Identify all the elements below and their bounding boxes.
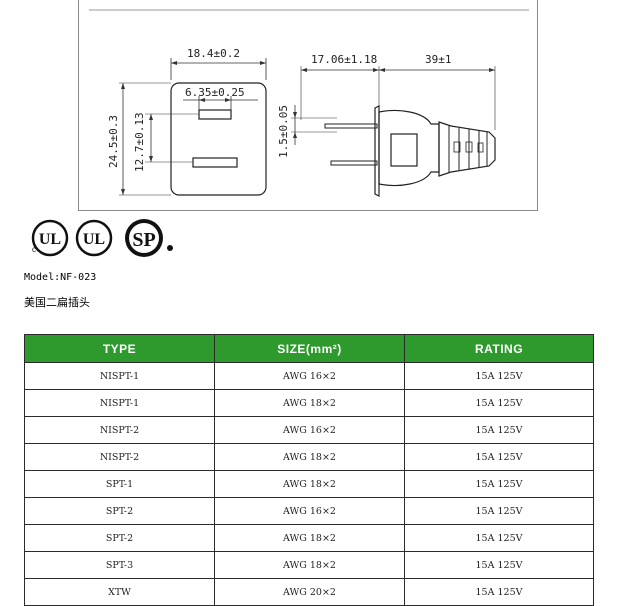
svg-text:UL: UL [39,231,61,248]
header-size: SIZE(mm²) [214,334,405,363]
cell-rating: 15A 125V [404,416,594,444]
cell-size: AWG 16×2 [214,362,405,390]
technical-drawing: 18.4±0.2 6.35±0.25 24.5±0.3 12.7±0.13 1.… [78,0,538,211]
cell-type: SPT-2 [24,497,215,525]
dim-blade-gap: 6.35±0.25 [185,86,245,99]
table-row: NISPT-2 AWG 18×2 15A 125V [24,443,594,471]
cell-rating: 15A 125V [404,389,594,417]
cell-type: NISPT-1 [24,362,215,390]
cell-size: AWG 18×2 [214,470,405,498]
cell-size: AWG 16×2 [214,416,405,444]
dim-height: 24.5±0.3 [107,115,120,168]
cell-type: SPT-2 [24,524,215,552]
header-rating: RATING [404,334,594,363]
table-row: SPT-1 AWG 18×2 15A 125V [24,470,594,498]
dim-blade-spacing: 12.7±0.13 [133,112,146,172]
cell-rating: 15A 125V [404,362,594,390]
cul-mark-icon: UL c [31,219,69,257]
cell-size: AWG 20×2 [214,578,405,606]
csa-mark-icon: SP [125,219,173,257]
model-number: Model:NF-023 [24,272,97,283]
cell-type: NISPT-2 [24,443,215,471]
table-row: SPT-2 AWG 16×2 15A 125V [24,497,594,525]
svg-text:UL: UL [83,231,105,248]
cell-rating: 15A 125V [404,524,594,552]
cell-rating: 15A 125V [404,470,594,498]
ul-mark-icon: UL [75,219,113,257]
product-name: 美国二扁插头 [24,296,90,309]
cell-size: AWG 18×2 [214,524,405,552]
dim-blade-thickness: 1.5±0.05 [277,105,290,158]
cell-type: NISPT-2 [24,416,215,444]
cell-rating: 15A 125V [404,497,594,525]
cell-type: NISPT-1 [24,389,215,417]
cell-size: AWG 18×2 [214,443,405,471]
spec-table: TYPE SIZE(mm²) RATING NISPT-1 AWG 16×2 1… [24,334,594,606]
svg-text:c: c [32,245,36,254]
certification-marks: UL c UL SP [31,219,173,257]
table-row: NISPT-2 AWG 16×2 15A 125V [24,416,594,444]
cell-size: AWG 18×2 [214,551,405,579]
cell-rating: 15A 125V [404,551,594,579]
cell-rating: 15A 125V [404,578,594,606]
table-row: SPT-3 AWG 18×2 15A 125V [24,551,594,579]
cell-type: SPT-3 [24,551,215,579]
svg-text:SP: SP [132,229,155,251]
cell-size: AWG 18×2 [214,389,405,417]
cell-size: AWG 16×2 [214,497,405,525]
cell-rating: 15A 125V [404,443,594,471]
certification-logos: UL c UL SP [26,214,186,264]
cell-type: XTW [24,578,215,606]
table-row: NISPT-1 AWG 16×2 15A 125V [24,362,594,390]
plug-dimension-drawing: 18.4±0.2 6.35±0.25 24.5±0.3 12.7±0.13 1.… [89,9,529,197]
header-type: TYPE [24,334,215,363]
table-row: XTW AWG 20×2 15A 125V [24,578,594,606]
table-row: SPT-2 AWG 18×2 15A 125V [24,524,594,552]
cell-type: SPT-1 [24,470,215,498]
table-row: NISPT-1 AWG 18×2 15A 125V [24,389,594,417]
dim-width: 18.4±0.2 [187,47,240,60]
dim-blade-length: 17.06±1.18 [311,53,377,66]
table-header-row: TYPE SIZE(mm²) RATING [24,334,594,363]
dim-body-length: 39±1 [425,53,452,66]
